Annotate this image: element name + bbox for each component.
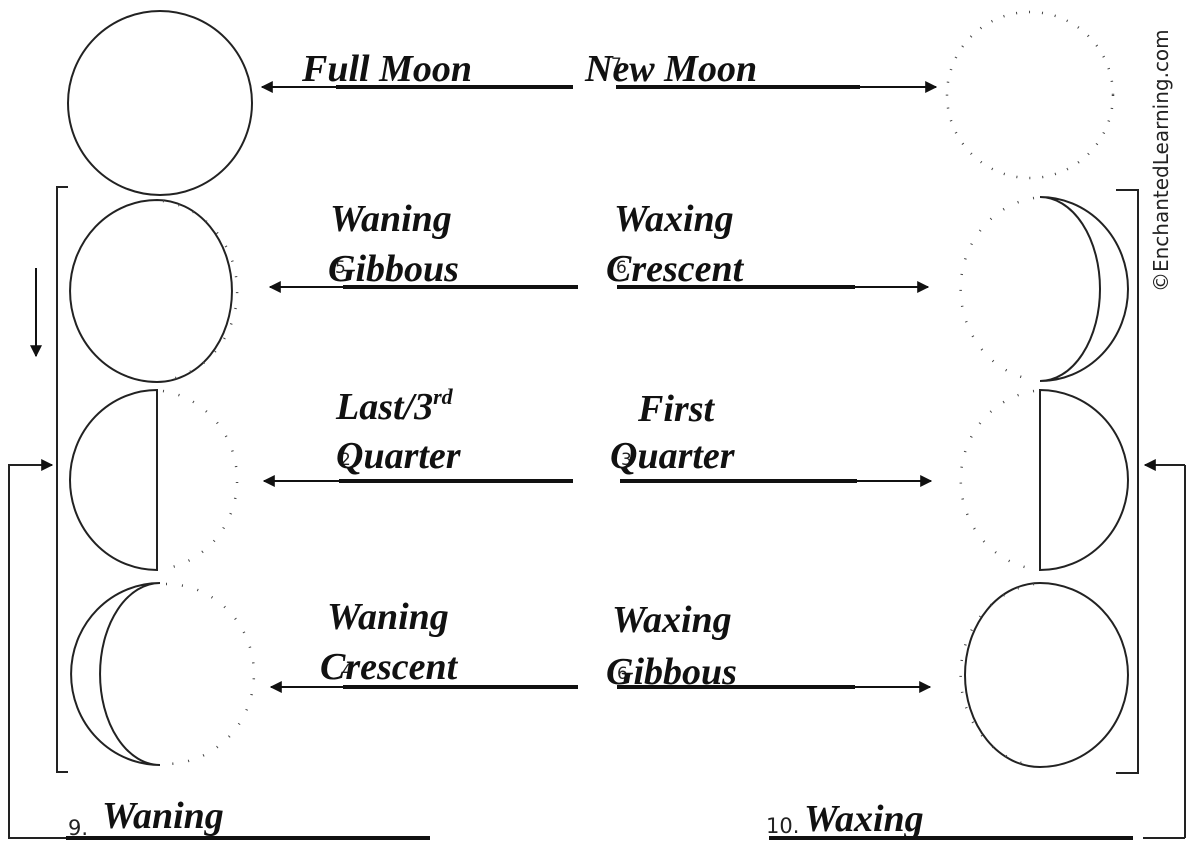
label-last-quarter-suffix: rd [433,384,453,409]
label-first-quarter-1: First [638,390,714,428]
moon-waxing-gibbous [961,583,1128,767]
label-last-quarter-text: Last/3 [336,386,433,428]
label-last-quarter-1: Last/3rd [336,388,453,426]
blank-number: 10. [766,816,799,837]
label-waxing-crescent-1: Waxing [614,200,734,238]
label-last-quarter-2: Quarter [336,437,461,475]
label-waning-crescent-1: Waning [327,598,449,636]
label-waning-crescent-2: Crescent [320,648,457,686]
moon-new [947,12,1113,178]
moon-waxing-crescent [961,197,1128,381]
moon-waning-crescent [71,583,254,765]
moon-first-quarter [961,390,1128,570]
label-new-moon: New Moon [585,50,757,88]
label-waning: Waning [102,797,224,835]
blank-number: 9. [68,818,88,839]
label-full-moon: Full Moon [302,50,472,88]
label-waxing: Waxing [804,800,924,838]
label-waning-gibbous-2: Gibbous [328,250,459,288]
label-waning-gibbous-1: Waning [330,200,452,238]
label-waxing-gibbous-2: Gibbous [606,653,737,691]
moon-last-quarter [70,390,237,570]
label-first-quarter-2: Quarter [610,437,735,475]
moon-full [68,11,252,195]
copyright-text: ©EnchantedLearning.com [1148,0,1174,292]
moon-waning-gibbous [70,200,237,382]
label-waxing-gibbous-1: Waxing [612,601,732,639]
label-waxing-crescent-2: Crescent [606,250,743,288]
